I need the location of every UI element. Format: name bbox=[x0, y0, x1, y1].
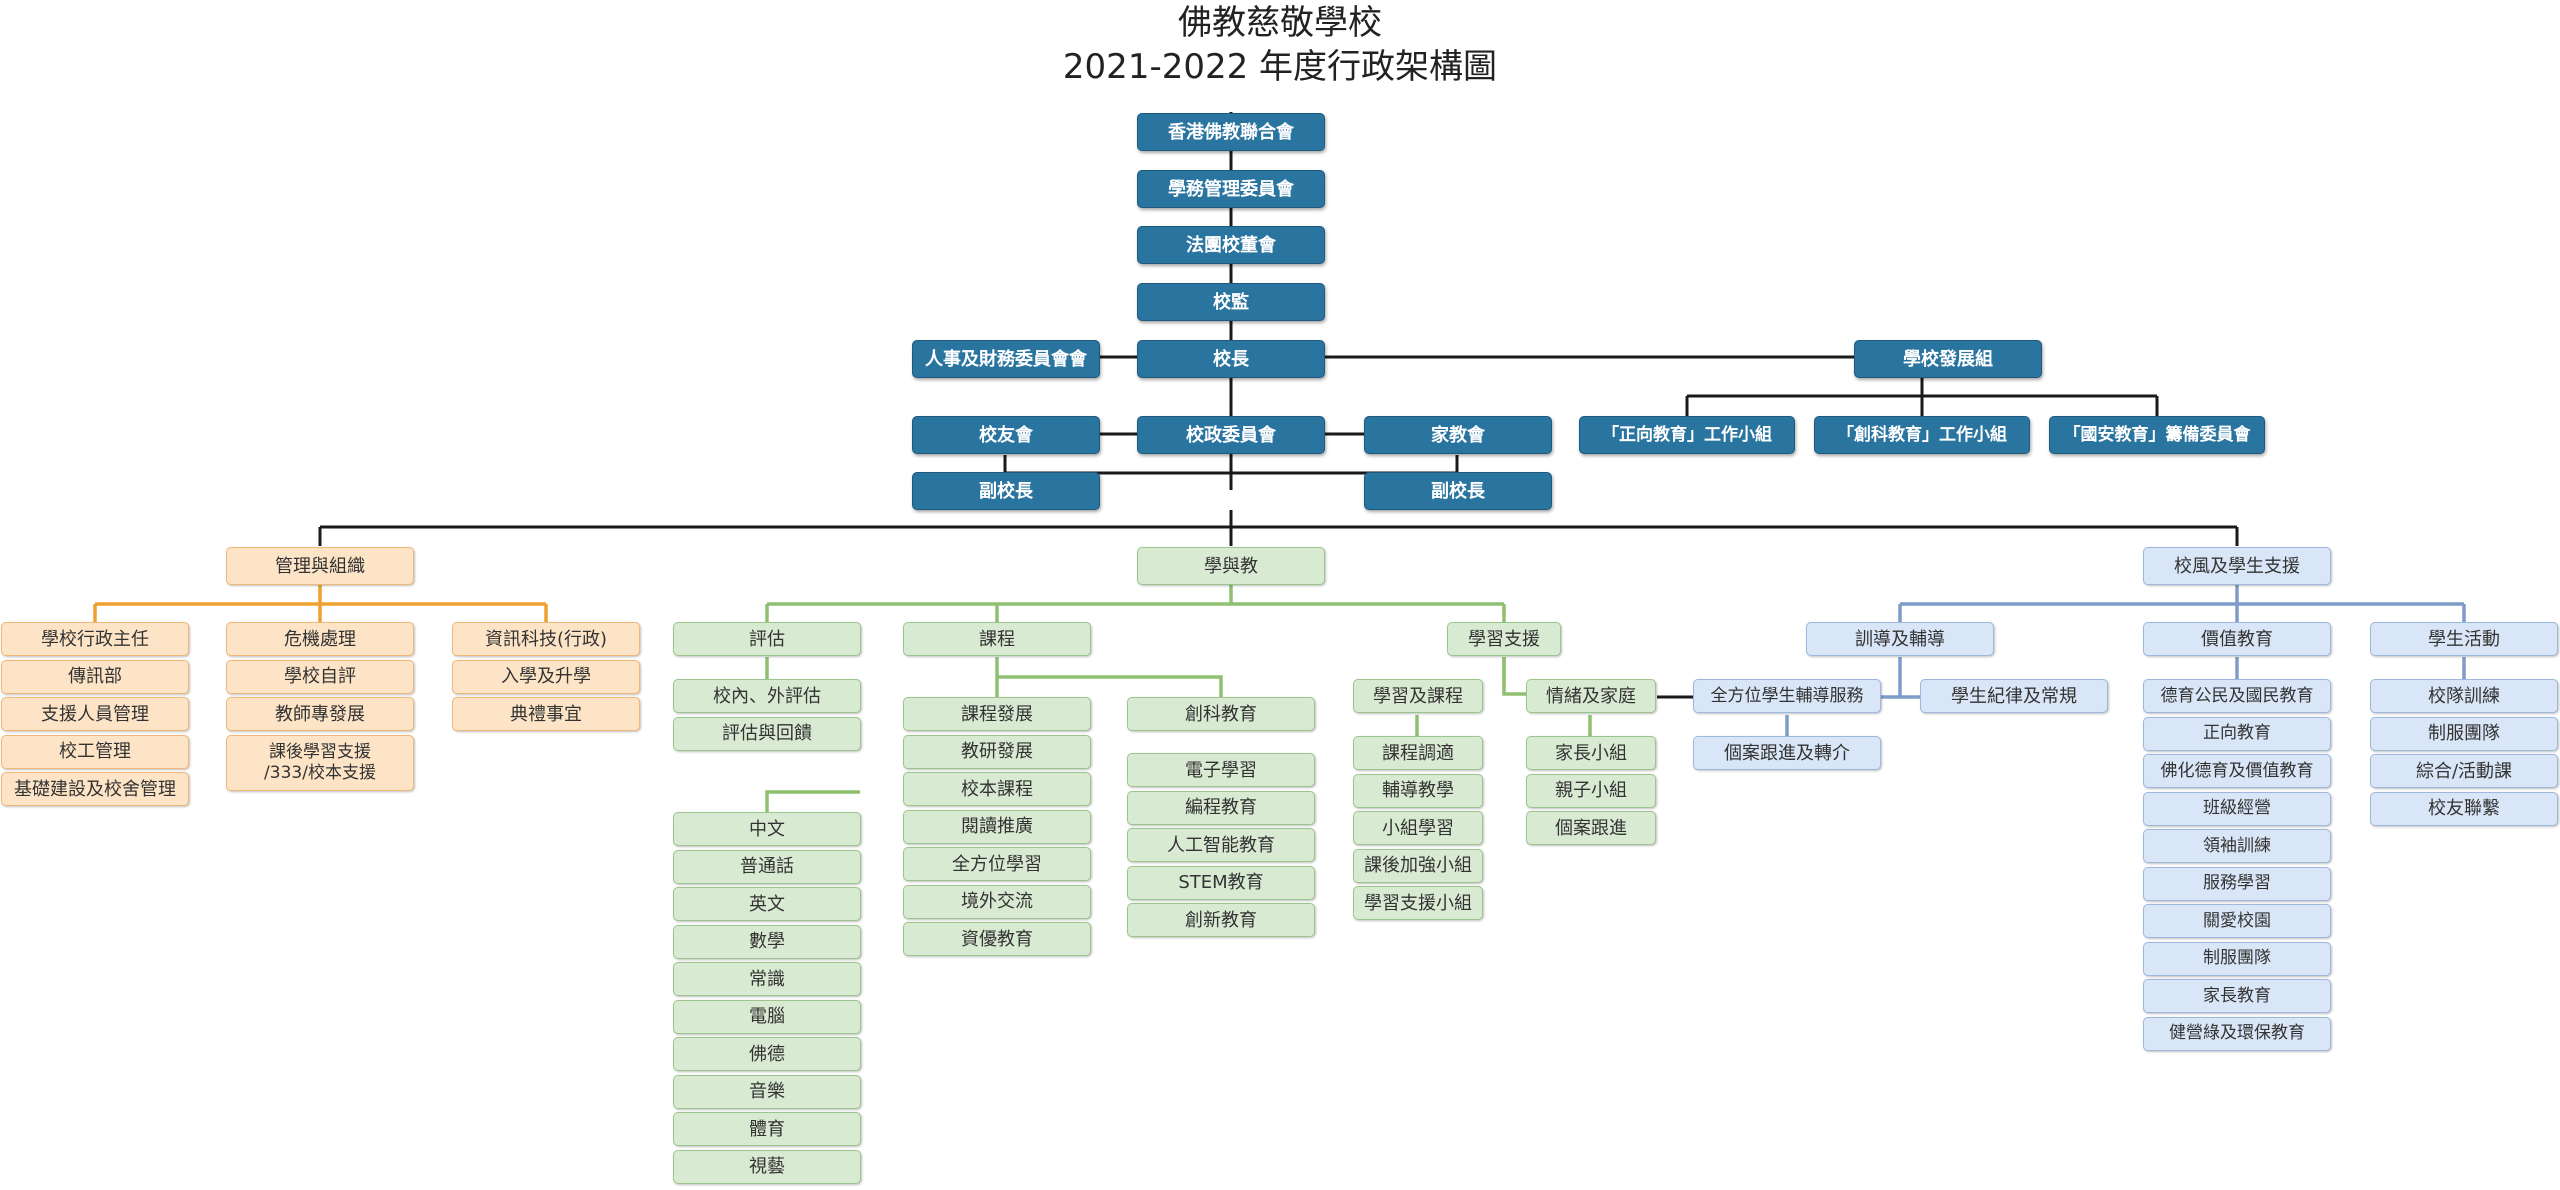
subject-item: 體育 bbox=[673, 1112, 861, 1146]
activities-item: 校友聯繫 bbox=[2370, 791, 2558, 826]
learning-curriculum-item: 課後加強小組 bbox=[1353, 848, 1483, 883]
values-item: 德育公民及國民教育 bbox=[2143, 679, 2331, 713]
curriculum-head: 課程 bbox=[903, 622, 1091, 656]
assessment-head: 評估 bbox=[673, 622, 861, 656]
activities-item: 綜合/活動課 bbox=[2370, 754, 2558, 788]
values-item: 健營綠及環保教育 bbox=[2143, 1016, 2331, 1051]
subject-item: 英文 bbox=[673, 887, 861, 921]
assessment-item: 評估與回饋 bbox=[673, 716, 861, 751]
subject-item: 中文 bbox=[673, 812, 861, 846]
management-item: 支援人員管理 bbox=[1, 697, 189, 731]
subject-item: 數學 bbox=[673, 924, 861, 959]
org-academic-committee: 學務管理委員會 bbox=[1137, 170, 1325, 208]
school-name: 佛教慈敬學校 bbox=[1178, 3, 1382, 43]
learning-curriculum-item: 學習支援小組 bbox=[1353, 886, 1483, 920]
learning-curriculum-head: 學習及課程 bbox=[1353, 679, 1483, 713]
org-vice-principal-left: 副校長 bbox=[912, 472, 1100, 510]
org-dev-sub-positive: 「正向教育」工作小組 bbox=[1579, 416, 1795, 454]
org-pta: 家教會 bbox=[1364, 416, 1552, 454]
management-item: 教師專發展 bbox=[226, 697, 414, 731]
activities-head: 學生活動 bbox=[2370, 622, 2558, 656]
management-item: 傳訊部 bbox=[1, 659, 189, 694]
innovation-item: 編程教育 bbox=[1127, 790, 1315, 825]
activities-item: 制服團隊 bbox=[2370, 716, 2558, 751]
curriculum-item: 全方位學習 bbox=[903, 847, 1091, 881]
management-item: 資訊科技(行政) bbox=[452, 622, 640, 656]
values-item: 服務學習 bbox=[2143, 866, 2331, 901]
subject-item: 常識 bbox=[673, 962, 861, 996]
curriculum-item: 教研發展 bbox=[903, 734, 1091, 769]
management-head: 管理與組織 bbox=[226, 547, 414, 585]
learning-curriculum-item: 小組學習 bbox=[1353, 811, 1483, 845]
management-item: 入學及升學 bbox=[452, 659, 640, 694]
curr-innov bbox=[997, 675, 1223, 697]
values-head: 價值教育 bbox=[2143, 622, 2331, 656]
curriculum-item: 校本課程 bbox=[903, 772, 1091, 806]
org-vice-principal-right: 副校長 bbox=[1364, 472, 1552, 510]
org-hr-finance: 人事及財務委員會會 bbox=[912, 340, 1100, 378]
innovation-item: 電子學習 bbox=[1127, 753, 1315, 787]
curriculum-item: 資優教育 bbox=[903, 922, 1091, 956]
subject-item: 視藝 bbox=[673, 1149, 861, 1184]
all-round-guidance: 全方位學生輔導服務 bbox=[1693, 679, 1881, 713]
management-item: 典禮事宜 bbox=[452, 697, 640, 731]
management-item: 危機處理 bbox=[226, 622, 414, 656]
innovation-item: 創新教育 bbox=[1127, 903, 1315, 937]
learning-curriculum-item: 課程調適 bbox=[1353, 736, 1483, 770]
values-item: 正向教育 bbox=[2143, 716, 2331, 751]
curriculum-item: 境外交流 bbox=[903, 884, 1091, 919]
management-item: 學校行政主任 bbox=[1, 622, 189, 656]
curr-subjects bbox=[765, 790, 860, 812]
org-dev-group: 學校發展組 bbox=[1854, 340, 2042, 378]
emotion-family-item: 個案跟進 bbox=[1526, 811, 1656, 845]
management-item: 課後學習支援 /333/校本支援 bbox=[226, 734, 414, 791]
management-item: 基礎建設及校舍管理 bbox=[1, 772, 189, 806]
subject-item: 普通話 bbox=[673, 849, 861, 884]
learning-support-head: 學習支援 bbox=[1447, 622, 1561, 656]
subject-item: 電腦 bbox=[673, 999, 861, 1034]
curriculum-item: 閱讀推廣 bbox=[903, 809, 1091, 844]
org-union: 香港佛教聯合會 bbox=[1137, 113, 1325, 151]
case-referral: 個案跟進及轉介 bbox=[1693, 736, 1881, 770]
curriculum-item: 課程發展 bbox=[903, 697, 1091, 731]
innovation-head: 創科教育 bbox=[1127, 697, 1315, 731]
values-item: 制服團隊 bbox=[2143, 941, 2331, 976]
org-admin-committee: 校政委員會 bbox=[1137, 416, 1325, 454]
student-discipline: 學生紀律及常規 bbox=[1920, 679, 2108, 713]
values-item: 領袖訓練 bbox=[2143, 829, 2331, 863]
learning-curriculum-item: 輔導教學 bbox=[1353, 773, 1483, 808]
org-principal: 校長 bbox=[1137, 340, 1325, 378]
activities-item: 校隊訓練 bbox=[2370, 679, 2558, 713]
org-dev-sub-national: 「國安教育」籌備委員會 bbox=[2049, 416, 2265, 454]
emotion-family-head: 情緒及家庭 bbox=[1526, 679, 1656, 713]
org-dev-sub-innovation: 「創科教育」工作小組 bbox=[1814, 416, 2030, 454]
values-item: 家長教育 bbox=[2143, 979, 2331, 1013]
student-support-head: 校風及學生支援 bbox=[2143, 547, 2331, 585]
chart-title: 2021-2022 年度行政架構圖 bbox=[1062, 47, 1498, 87]
innovation-item: 人工智能教育 bbox=[1127, 828, 1315, 862]
vice-line bbox=[1003, 455, 1459, 475]
org-alumni: 校友會 bbox=[912, 416, 1100, 454]
org-corporate-board: 法團校董會 bbox=[1137, 226, 1325, 264]
subject-item: 佛德 bbox=[673, 1037, 861, 1071]
assessment-item: 校內、外評估 bbox=[673, 679, 861, 713]
learning-head: 學與教 bbox=[1137, 547, 1325, 585]
management-item: 校工管理 bbox=[1, 734, 189, 769]
org-supervisor: 校監 bbox=[1137, 283, 1325, 321]
guidance-head: 訓導及輔導 bbox=[1806, 622, 1994, 656]
subject-item: 音樂 bbox=[673, 1074, 861, 1109]
values-item: 關愛校園 bbox=[2143, 904, 2331, 938]
values-item: 佛化德育及價值教育 bbox=[2143, 754, 2331, 788]
emotion-family-item: 家長小組 bbox=[1526, 736, 1656, 770]
values-item: 班級經營 bbox=[2143, 791, 2331, 826]
innovation-item: STEM教育 bbox=[1127, 865, 1315, 900]
management-item: 學校自評 bbox=[226, 659, 414, 694]
emotion-family-item: 親子小組 bbox=[1526, 773, 1656, 808]
